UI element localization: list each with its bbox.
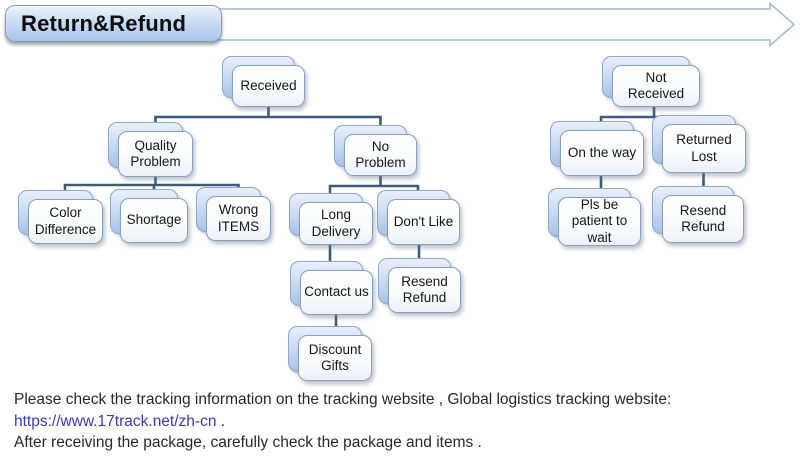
flow-node-shortage: Shortage [110, 189, 188, 243]
node-label: Shortage [126, 212, 182, 228]
flow-node-dont-like: Don't Like [377, 190, 460, 245]
footer-line-link: https://www.17track.net/zh-cn . [14, 411, 671, 433]
flow-node-resend-refund-left: Resend Refund [378, 258, 461, 313]
footer-notes: Please check the tracking information on… [14, 389, 671, 454]
node-label: Contact us [304, 284, 369, 300]
node-label: Color Difference [34, 205, 97, 237]
flow-node-discount-gifts: Discount Gifts [288, 326, 372, 381]
footer-line-tracking: Please check the tracking information on… [14, 391, 672, 408]
node-label: Don't Like [393, 213, 454, 229]
footer-line-check: After receiving the package, carefully c… [14, 434, 482, 451]
flow-node-resend-refund-right: Resend Refund [652, 186, 744, 243]
flow-node-contact-us: Contact us [290, 261, 373, 315]
flow-node-wrong-items: Wrong ITEMS [196, 187, 271, 241]
node-label: Returned Lost [676, 132, 732, 164]
flow-node-received: Received [222, 56, 305, 107]
node-label: Pls be patient to wait [571, 197, 628, 245]
flow-node-pls-be-patient: Pls be patient to wait [548, 188, 641, 246]
page-title: Return&Refund [21, 10, 187, 36]
node-label: Resend Refund [679, 202, 727, 234]
node-label: Long Delivery [311, 207, 361, 239]
footer-link-suffix: . [216, 412, 226, 430]
node-label: Not Received [627, 69, 685, 101]
node-label: On the way [567, 144, 637, 160]
flow-node-on-the-way: On the way [550, 121, 644, 176]
node-label: Discount Gifts [308, 341, 362, 373]
flow-node-not-received: Not Received [602, 56, 700, 107]
flow-node-no-problem: No Problem [334, 125, 417, 176]
node-label: Resend Refund [401, 273, 448, 305]
tracking-website-link[interactable]: https://www.17track.net/zh-cn [14, 412, 217, 430]
flow-node-returned-lost: Returned Lost [652, 115, 746, 173]
node-label: No Problem [355, 138, 406, 170]
flow-node-color-difference: Color Difference [18, 190, 103, 244]
node-label: Received [240, 77, 297, 93]
node-label: Wrong ITEMS [217, 202, 260, 234]
flow-node-long-delivery: Long Delivery [289, 193, 373, 245]
title-banner: Return&Refund [5, 5, 222, 42]
node-label: Quality Problem [130, 137, 181, 169]
flow-node-quality-problem: Quality Problem [108, 122, 193, 177]
